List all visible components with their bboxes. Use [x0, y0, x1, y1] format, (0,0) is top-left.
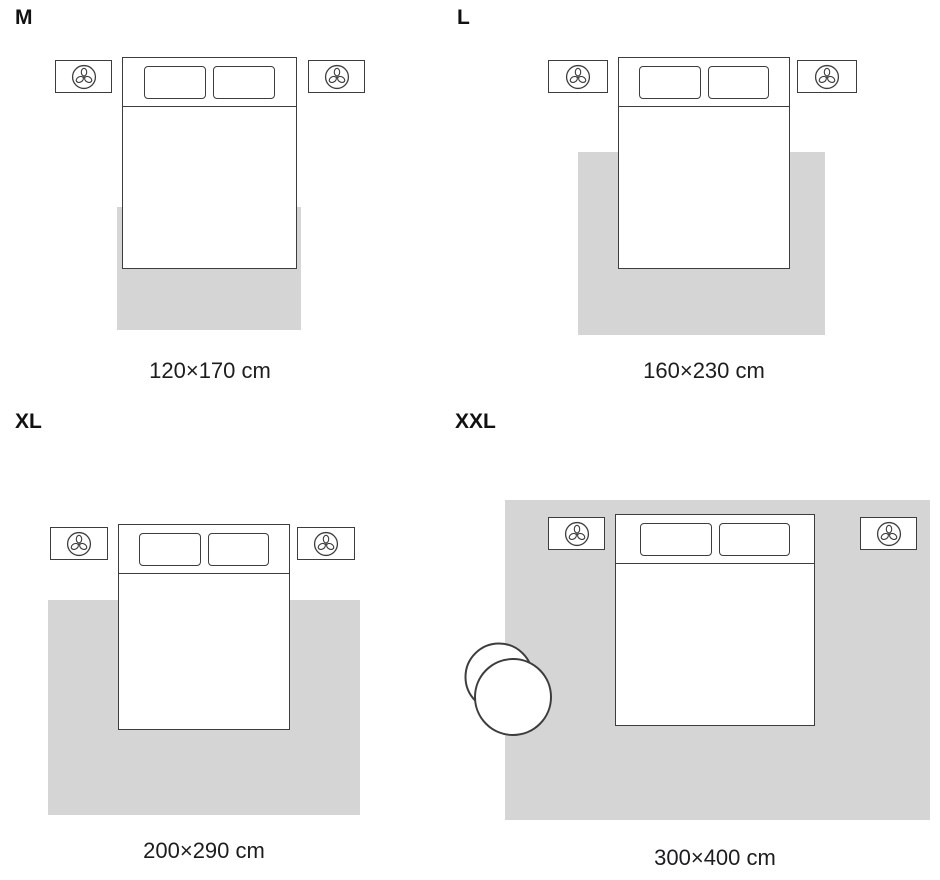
fan-plant-icon: [313, 531, 339, 556]
pillow-right: [707, 66, 769, 99]
size-label: M: [15, 6, 33, 29]
rug-dimensions: 120×170 cm: [149, 358, 271, 383]
bed-blanket-line: [619, 106, 789, 107]
bed: [118, 524, 290, 730]
rug-dimensions: 300×400 cm: [654, 845, 776, 870]
bed: [615, 514, 815, 726]
size-label: XL: [15, 410, 42, 433]
bed-blanket-line: [123, 106, 296, 107]
bed: [618, 57, 790, 269]
rug-dimensions: 160×230 cm: [643, 358, 765, 383]
nightstand-right: [297, 527, 355, 560]
pillow-left: [640, 523, 712, 556]
size-panel-l: L 160×230 cm: [443, 0, 940, 400]
nightstand-left: [50, 527, 108, 560]
bed-blanket-line: [616, 563, 814, 564]
pillow-right: [207, 533, 269, 566]
size-label: XXL: [455, 410, 496, 433]
bed: [122, 57, 297, 269]
nightstand-right: [797, 60, 857, 93]
size-panel-m: M 120×170 cm: [0, 0, 460, 400]
fan-plant-icon: [565, 64, 591, 89]
bed-blanket-line: [119, 573, 289, 574]
nightstand-right: [860, 517, 917, 550]
armchair-top-view-icon: [464, 642, 552, 736]
pillow-left: [639, 66, 701, 99]
nightstand-left: [55, 60, 112, 93]
nightstand-left: [548, 60, 608, 93]
pillow-left: [143, 66, 206, 99]
pillow-right: [213, 66, 276, 99]
fan-plant-icon: [71, 64, 96, 89]
fan-plant-icon: [66, 531, 92, 556]
pillow-left: [139, 533, 201, 566]
nightstand-left: [548, 517, 605, 550]
fan-plant-icon: [564, 521, 589, 546]
fan-plant-icon: [876, 521, 901, 546]
pillow-right: [718, 523, 790, 556]
nightstand-right: [308, 60, 365, 93]
rug-dimensions: 200×290 cm: [143, 838, 265, 863]
fan-plant-icon: [324, 64, 349, 89]
size-panel-xl: XL 200×290 cm: [0, 400, 460, 880]
size-label: L: [457, 6, 470, 29]
fan-plant-icon: [814, 64, 840, 89]
size-panel-xxl: XXL 300×400 cm: [443, 400, 940, 880]
